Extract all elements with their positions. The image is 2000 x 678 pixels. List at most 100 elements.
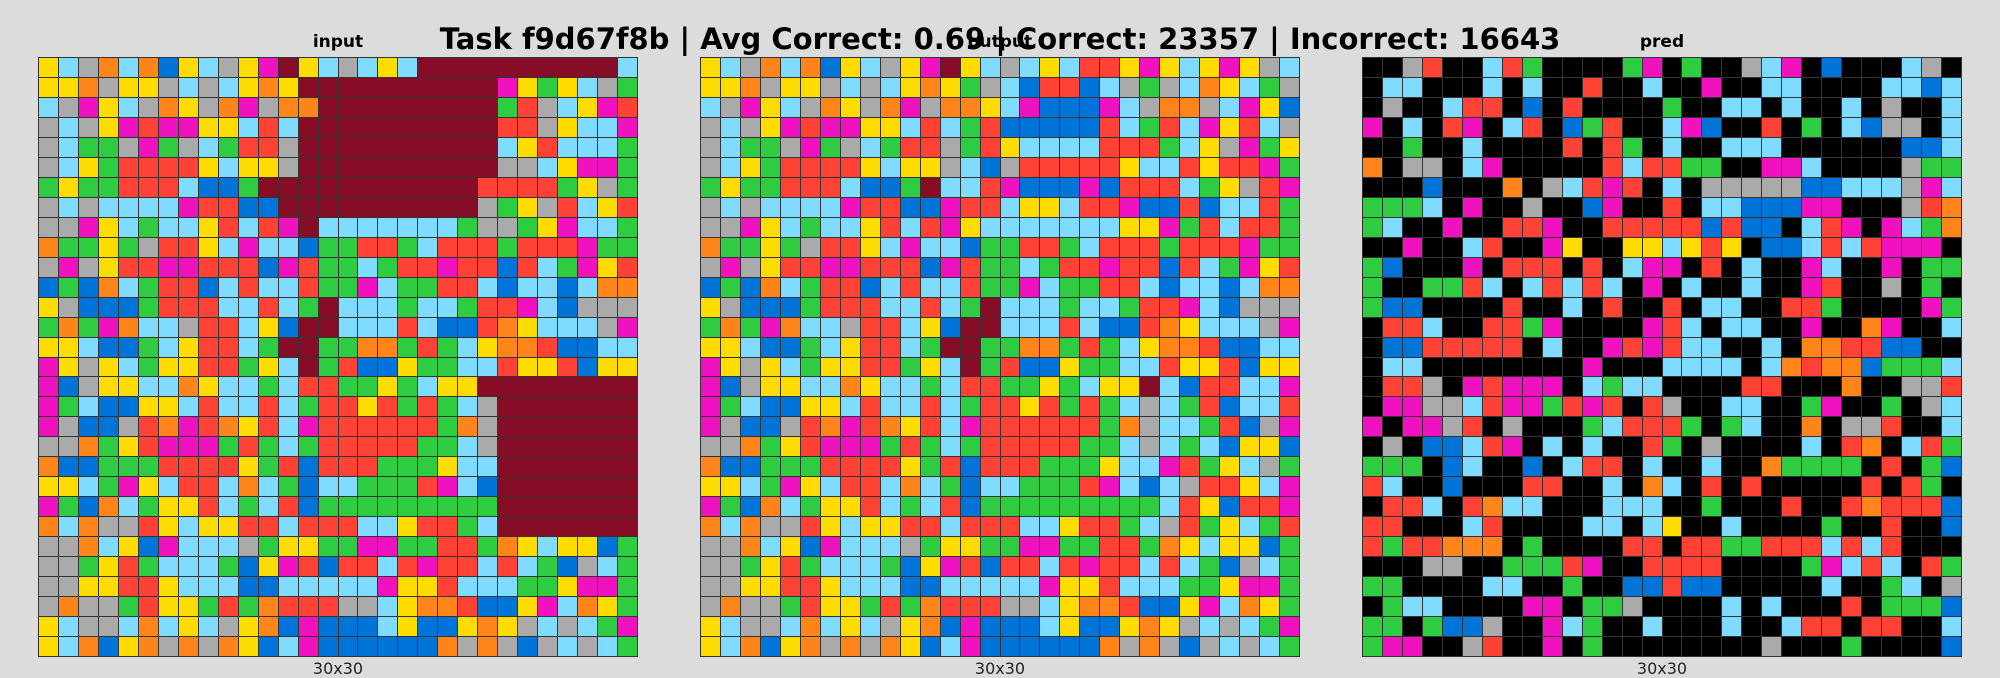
grid-cell [1742,377,1762,397]
grid-cell [1542,537,1562,557]
grid-cell [1542,597,1562,617]
grid-cell [940,397,960,417]
grid-cell [1702,217,1722,237]
grid-cell [1602,317,1622,337]
grid-cell [720,217,740,237]
grid-cell [498,357,518,377]
grid-cell [1180,517,1200,537]
grid-cell [39,157,58,177]
grid-cell [720,417,740,437]
grid-cell [378,237,398,257]
grid-cell [1622,557,1642,577]
grid-cell [800,497,820,517]
grid-cell [860,277,880,297]
grid-cell [1822,637,1842,656]
grid-cell [178,517,198,537]
grid-cell [1702,177,1722,197]
grid-cell [1220,337,1240,357]
grid-cell [1902,457,1922,477]
grid-cell [1922,337,1942,357]
grid-cell [238,337,258,357]
grid-cell [880,417,900,437]
grid-cell [1462,197,1482,217]
grid-cell [1802,58,1822,77]
grid-cell [1742,58,1762,77]
grid-cell [618,637,637,656]
grid-cell [1842,237,1862,257]
grid-cell [720,317,740,337]
grid-cell [278,197,298,217]
grid-cell [298,97,318,117]
grid-cell [1402,177,1422,197]
grid-cell [740,577,760,597]
grid-cell [800,297,820,317]
grid-cell [198,377,218,397]
grid-cell [1562,317,1582,337]
grid-cell [720,77,740,97]
grid-cell [1482,337,1502,357]
grid-cell [1422,497,1442,517]
grid-cell [760,137,780,157]
grid-cell [1040,517,1060,537]
grid-cell [840,417,860,437]
grid-cell [1280,77,1299,97]
grid-cell [1682,477,1702,497]
grid-cell [701,117,720,137]
grid-cell [1220,577,1240,597]
grid-cell [1582,537,1602,557]
grid-cell [1180,597,1200,617]
grid-cell [338,137,358,157]
grid-cell [1542,397,1562,417]
grid-cell [458,157,478,177]
grid-cell [1822,58,1842,77]
grid-cell [1762,297,1782,317]
grid-cell [1942,177,1961,197]
grid-cell [1000,617,1020,637]
grid-cell [498,217,518,237]
grid-cell [1602,337,1622,357]
grid-cell [1922,437,1942,457]
grid-cell [518,357,538,377]
grid-cell [498,597,518,617]
grid-cell [1240,197,1260,217]
grid-cell [820,637,840,656]
grid-cell [900,537,920,557]
grid-cell [940,457,960,477]
grid-cell [920,297,940,317]
grid-cell [58,77,78,97]
grid-cell [1260,157,1280,177]
grid-cell [1522,377,1542,397]
grid-cell [398,557,418,577]
grid-cell [538,497,558,517]
grid-cell [1422,297,1442,317]
grid-cell [418,457,438,477]
grid-cell [1762,157,1782,177]
grid-cell [1462,517,1482,537]
grid-cell [780,517,800,537]
grid-cell [940,317,960,337]
grid-cell [438,637,458,656]
grid-cell [358,417,378,437]
grid-cell [1522,277,1542,297]
grid-cell [58,117,78,137]
grid-cell [760,257,780,277]
grid-cell [780,497,800,517]
grid-cell [538,117,558,137]
grid-cell [1562,617,1582,637]
grid-cell [1200,117,1220,137]
grid-cell [1542,337,1562,357]
grid-cell [198,637,218,656]
grid-cell [1822,137,1842,157]
grid-cell [558,497,578,517]
grid-cell [78,417,98,437]
grid-cell [538,217,558,237]
grid-cell [1782,377,1802,397]
grid-cell [1682,237,1702,257]
grid-cell [258,617,278,637]
grid-cell [1382,77,1402,97]
grid-cell [1240,417,1260,437]
grid-cell [880,437,900,457]
grid-cell [880,197,900,217]
grid-cell [940,577,960,597]
grid-cell [1862,537,1882,557]
